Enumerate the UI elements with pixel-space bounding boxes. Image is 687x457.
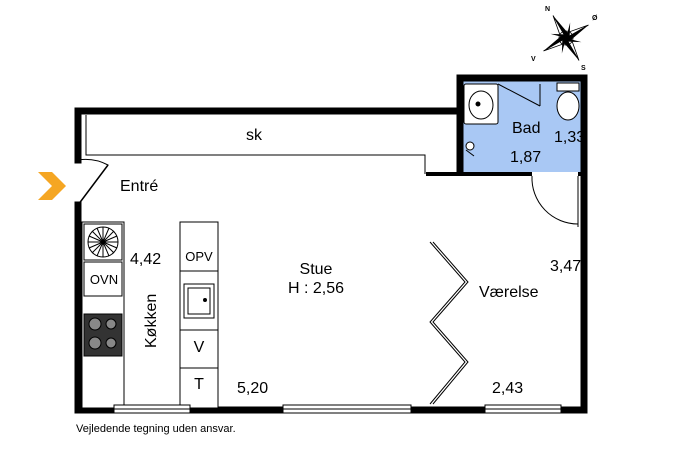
entrance-label: Entré — [120, 178, 159, 195]
compass-south: S — [581, 65, 586, 72]
bathroom-width: 1,33 — [554, 129, 586, 146]
appliance-column — [179, 221, 219, 409]
oven-label: OVN — [89, 272, 119, 287]
bathroom-fixtures — [463, 82, 580, 157]
bathroom-label: Bad — [512, 120, 541, 137]
living-room-width: 5,20 — [237, 380, 269, 397]
bedroom-length: 3,47 — [550, 258, 582, 275]
bedroom-label: Værelse — [479, 284, 539, 301]
fan-icon — [88, 227, 118, 257]
living-room-label: Stue — [299, 261, 333, 278]
bathroom-door — [531, 175, 579, 227]
dishwasher-label: OPV — [185, 249, 213, 264]
living-room-height: H : 2,56 — [287, 280, 345, 297]
bathroom-length: 1,87 — [510, 149, 542, 166]
entrance-arrow — [38, 172, 66, 200]
folding-partition — [429, 241, 466, 405]
bedroom-width: 2,43 — [492, 380, 524, 397]
washer-label: V — [193, 339, 205, 356]
compass-north: N — [545, 6, 551, 13]
entrance-door — [77, 158, 109, 206]
kitchen-dimension: 4,42 — [130, 251, 162, 268]
compass-east: Ø — [592, 15, 598, 22]
closet — [85, 115, 426, 174]
kitchen-label: Køkken — [143, 293, 160, 348]
disclaimer: Vejledende tegning uden ansvar. — [76, 423, 236, 435]
dryer-label: T — [194, 376, 204, 393]
closet-label: sk — [246, 127, 262, 144]
windows — [113, 404, 562, 414]
compass-icon — [543, 15, 589, 61]
compass-west: V — [531, 56, 536, 63]
